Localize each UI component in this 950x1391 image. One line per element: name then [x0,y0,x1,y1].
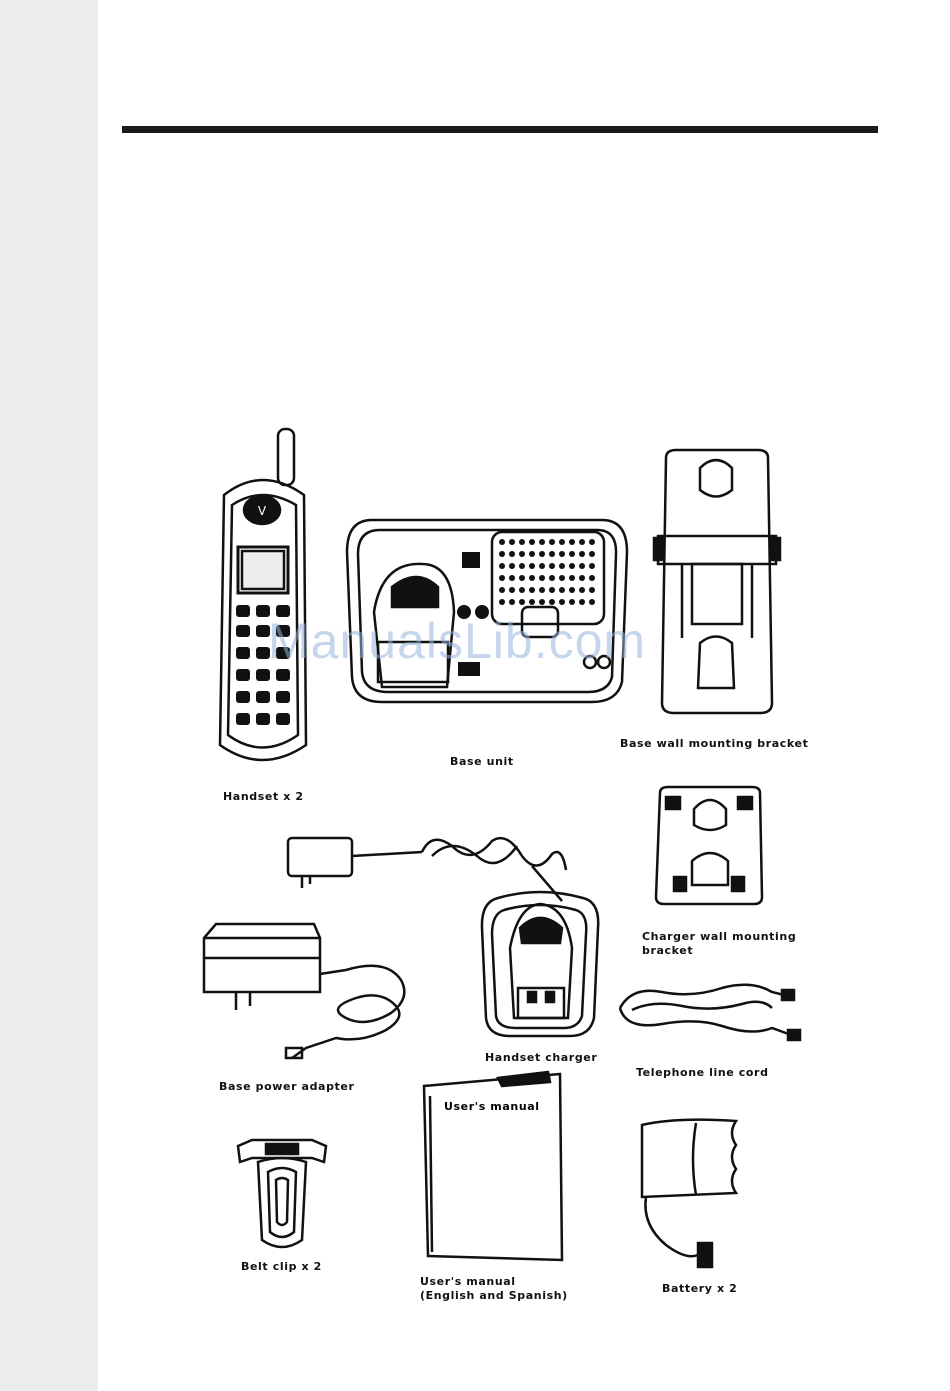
header-rule [122,126,878,133]
caption-manual: User's manual (English and Spanish) [420,1275,568,1303]
handset-illustration: V [212,425,312,775]
base-adapter-illustration [196,918,416,1068]
svg-text:V: V [258,504,267,518]
handset-charger-illustration [478,888,603,1043]
caption-base-adapter: Base power adapter [219,1080,355,1093]
users-manual-illustration: User's manual [418,1068,568,1264]
caption-line-cord: Telephone line cord [636,1066,769,1079]
caption-handset-charger: Handset charger [485,1051,597,1064]
battery-illustration [636,1115,746,1275]
belt-clip-illustration [232,1132,332,1257]
caption-charger-bracket-line1: Charger wall mounting [642,930,796,943]
caption-base-bracket: Base wall mounting bracket [620,737,808,750]
caption-charger-bracket-line2: bracket [642,944,693,957]
caption-belt-clip: Belt clip x 2 [241,1260,322,1273]
base-unit-illustration [342,512,632,707]
charger-bracket-illustration [652,785,767,907]
caption-battery: Battery x 2 [662,1282,737,1295]
caption-handset: Handset x 2 [223,790,304,803]
caption-manual-line1: User's manual [420,1275,516,1288]
watermark: ManualsLib.com [268,612,646,670]
caption-charger-bracket: Charger wall mounting bracket [642,930,796,958]
caption-manual-line2: (English and Spanish) [420,1289,568,1302]
base-bracket-illustration [652,448,782,718]
caption-base-unit: Base unit [450,755,514,768]
manual-cover-title: User's manual [444,1100,540,1113]
page-spine [0,0,98,1391]
line-cord-illustration [612,978,802,1048]
